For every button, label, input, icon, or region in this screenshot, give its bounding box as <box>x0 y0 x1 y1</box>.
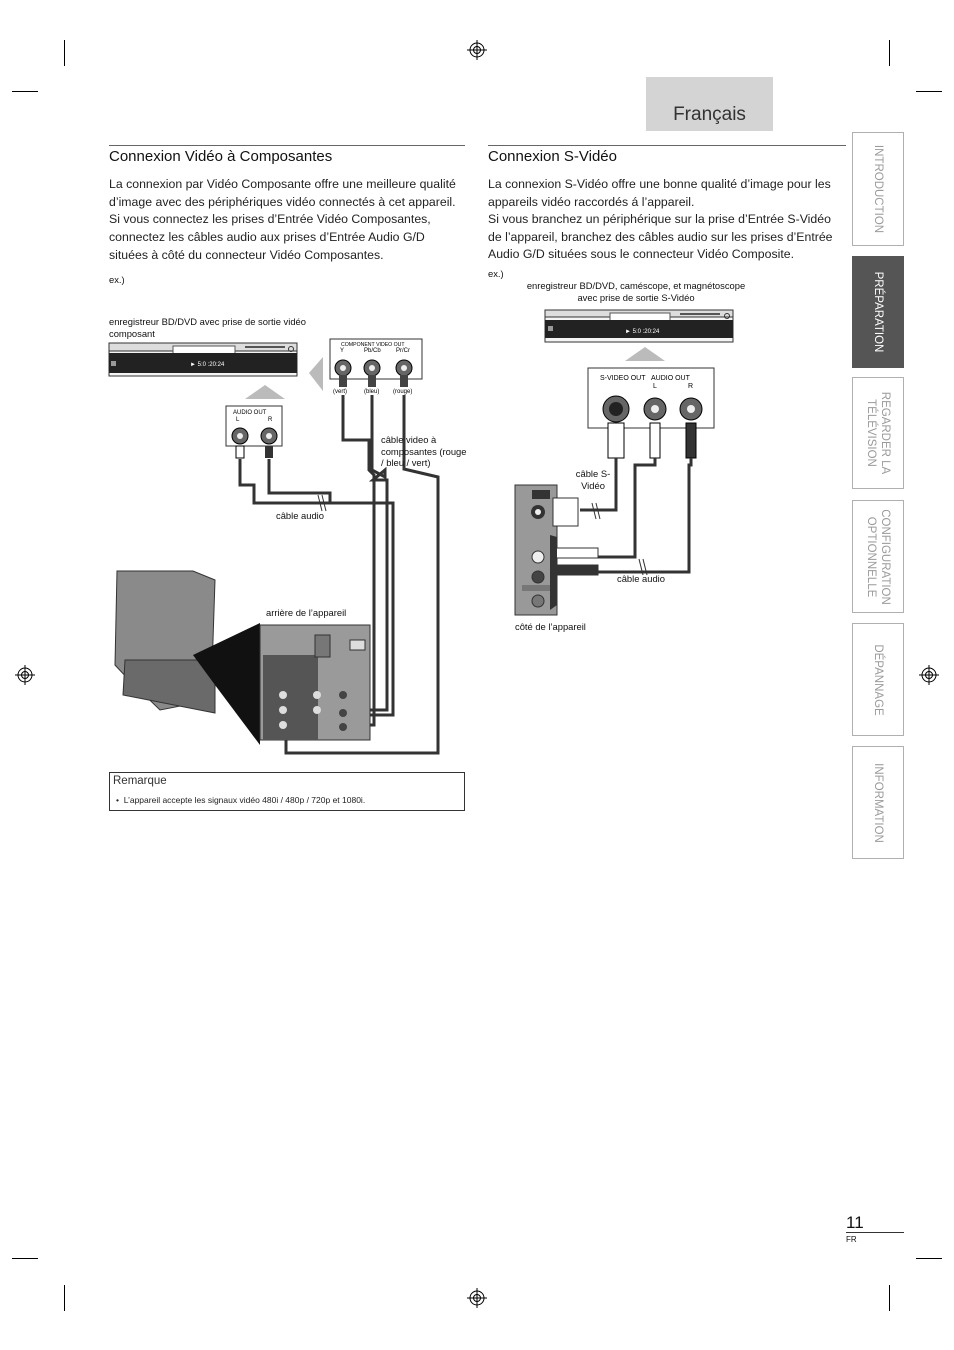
side-tab-label: PRÉPARATION <box>872 271 884 353</box>
section-title-component: Connexion Vidéo à Composantes <box>109 148 333 165</box>
crop-mark <box>12 1258 38 1259</box>
side-tab-depannage[interactable]: DÉPANNAGE <box>852 623 904 736</box>
side-tab-label: DÉPANNAGE <box>872 643 884 716</box>
component-paragraph: La connexion par Vidéo Composante offre … <box>109 177 456 262</box>
audio-l-label-right: L <box>653 383 657 390</box>
example-label-right: ex.) <box>488 268 504 279</box>
crop-mark <box>889 40 890 66</box>
svideo-paragraph-2: Si vous branchez un périphérique sur la … <box>488 212 833 262</box>
tv-side-panel-icon <box>514 484 599 616</box>
side-tab-information[interactable]: INFORMATION <box>852 746 904 859</box>
component-device-label: enregistreur BD/DVD avec prise de sortie… <box>109 316 306 339</box>
note-text: • L’appareil accepte les signaux vidéo 4… <box>116 795 366 805</box>
svideo-cable-label: câble S-Vidéo <box>575 468 611 491</box>
arrow-up-icon <box>245 385 285 399</box>
arrow-left-icon <box>309 357 323 391</box>
side-tab-configuration[interactable]: CONFIGURATION OPTIONNELLE <box>852 500 904 613</box>
audio-out-label-right: AUDIO OUT <box>651 375 691 382</box>
note-box: Remarque • L’appareil accepte les signau… <box>109 772 465 811</box>
vert-label: (vert) <box>333 389 347 395</box>
component-connection-diagram: ► 5:0 :20:24 COMPONENT VIDEO OUT Y Pb/Cb… <box>108 338 440 755</box>
y-label: Y <box>340 348 344 354</box>
component-out-label: COMPONENT VIDEO OUT <box>341 342 405 348</box>
side-label: côté de l’appareil <box>515 621 586 632</box>
svideo-paragraph-1: La connexion S-Vidéo offre une bonne qua… <box>488 177 831 209</box>
component-cable-label: câble video à composantes (rouge / bleu … <box>381 434 467 468</box>
crop-mark <box>889 1285 890 1311</box>
crop-mark <box>64 40 65 66</box>
registration-mark-icon <box>467 1288 487 1308</box>
note-text-value: L’appareil accepte les signaux vidéo 480… <box>123 795 366 805</box>
crop-mark <box>916 1258 942 1259</box>
section-rule <box>109 145 465 146</box>
audio-r-label-right: R <box>688 383 693 390</box>
side-tab-label: CONFIGURATION OPTIONNELLE <box>865 508 891 605</box>
tv-rear-icon <box>114 570 371 745</box>
side-tab-introduction[interactable]: INTRODUCTION <box>852 132 904 246</box>
registration-mark-icon <box>15 665 35 685</box>
crop-mark <box>12 91 38 92</box>
audio-out-label: AUDIO OUT <box>233 410 267 416</box>
audio-l-label: L <box>236 417 240 423</box>
audio-cable-label-left: câble audio <box>276 510 324 521</box>
bleu-label: (bleu) <box>364 389 379 395</box>
audio-r-label: R <box>268 417 273 423</box>
page-number-rule <box>846 1232 904 1233</box>
rear-label: arrière de l’appareil <box>266 607 347 618</box>
section-rule <box>488 145 846 146</box>
page-number: 11 <box>846 1213 864 1232</box>
side-tab-regarder[interactable]: REGARDER LA TÉLÉVISION <box>852 377 904 489</box>
svideo-device-label: enregistreur BD/DVD, caméscope, et magné… <box>526 280 746 303</box>
pr-label: Pr/Cr <box>396 348 410 354</box>
rouge-label: (rouge) <box>393 389 412 395</box>
dvd-display: ► 5:0 :20:24 <box>625 329 660 335</box>
registration-mark-icon <box>467 40 487 60</box>
side-tab-label: INFORMATION <box>872 762 884 843</box>
side-tab-label: INTRODUCTION <box>872 144 884 234</box>
pb-label: Pb/Cb <box>364 348 381 354</box>
crop-mark <box>64 1285 65 1311</box>
crop-mark <box>916 91 942 92</box>
side-tab-label: REGARDER LA TÉLÉVISION <box>865 391 891 475</box>
dvd-recorder-icon: ► 5:0 :20:24 <box>108 342 298 377</box>
language-tab: Français <box>646 77 773 131</box>
dvd-recorder-icon: ► 5:0 :20:24 <box>544 309 734 343</box>
registration-mark-icon <box>919 665 939 685</box>
side-tab-preparation[interactable]: PRÉPARATION <box>852 256 904 368</box>
page-lang: FR <box>846 1235 857 1244</box>
audio-cable-label-right: câble audio <box>617 573 665 584</box>
section-title-svideo: Connexion S-Vidéo <box>488 148 617 165</box>
arrow-up-icon <box>625 347 665 361</box>
svideo-connection-diagram: ► 5:0 :20:24 S-VIDEO OUT AUDIO OUT L R <box>514 309 734 616</box>
note-title: Remarque <box>113 775 167 787</box>
example-label: ex.) <box>109 274 125 285</box>
svideo-out-label: S-VIDEO OUT <box>600 375 646 382</box>
dvd-display: ► 5:0 :20:24 <box>190 362 225 368</box>
